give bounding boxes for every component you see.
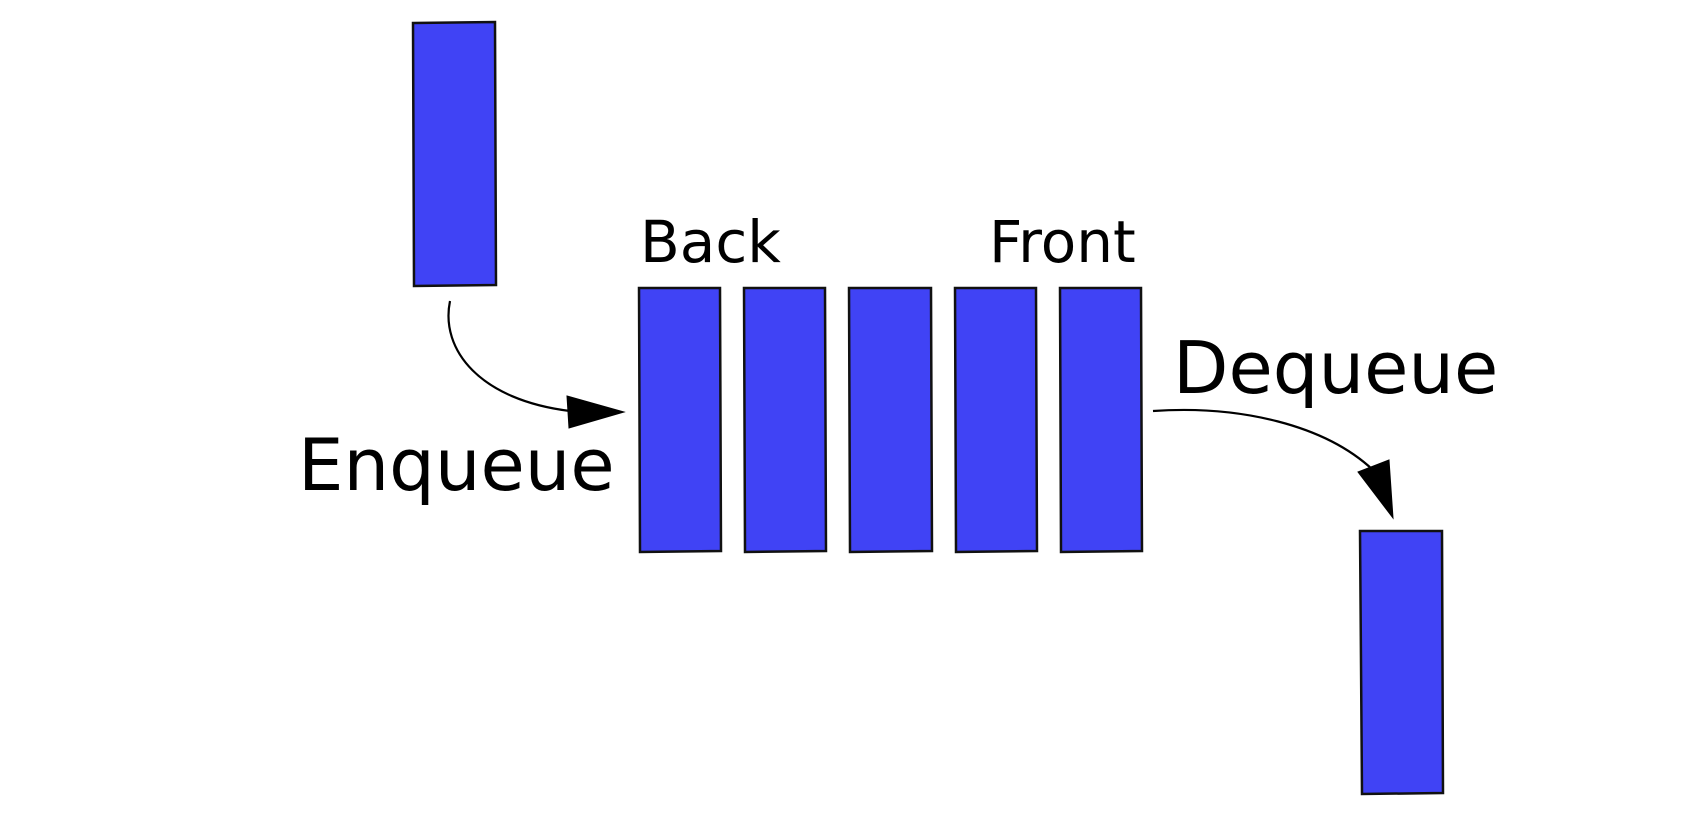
enqueue-arrow xyxy=(447,300,626,429)
queue-element-3 xyxy=(847,286,934,554)
outgoing-element xyxy=(1358,529,1445,796)
incoming-element xyxy=(411,20,498,288)
queue-element-2 xyxy=(742,286,828,554)
enqueue-label: Enqueue xyxy=(298,423,615,507)
back-label: Back xyxy=(640,208,781,276)
queue-element-4 xyxy=(953,286,1039,554)
queue-element-back xyxy=(637,286,723,554)
dequeue-arrow xyxy=(1152,408,1394,520)
queue xyxy=(637,286,1144,554)
queue-element-front xyxy=(1058,286,1144,554)
front-label: Front xyxy=(989,208,1136,276)
dequeue-label: Dequeue xyxy=(1173,326,1498,410)
